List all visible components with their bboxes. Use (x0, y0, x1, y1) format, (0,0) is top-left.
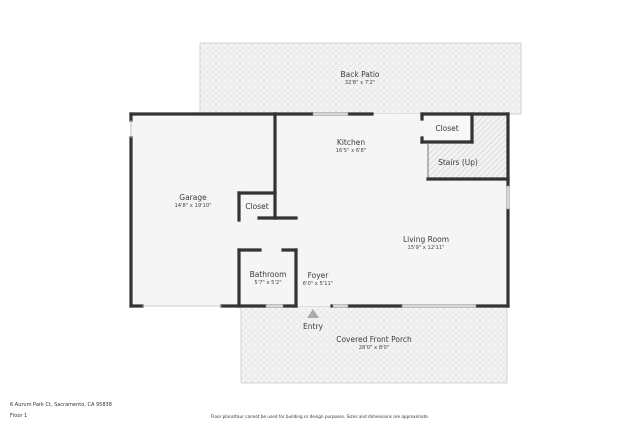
label-bathroom: Bathroom 5'7" x 5'2" (249, 270, 287, 286)
disclaimer: Floor plans/tour cannot be used for buil… (210, 414, 430, 419)
address: 6 Aurum Park Ct, Sacramento, CA 95838 (10, 402, 112, 408)
closet-upper-floor (424, 114, 473, 142)
label-closet-upper: Closet (435, 124, 459, 133)
label-foyer: Foyer 6'0" x 5'11" (302, 271, 334, 287)
window-kitchen (312, 112, 349, 116)
label-entry: Entry (303, 322, 323, 331)
label-back-patio: Back Patio 32'8" x 7'2" (340, 70, 380, 86)
window-right (506, 185, 510, 210)
floor-label: Floor 1 (10, 413, 28, 419)
window-living (401, 304, 477, 308)
label-covered-front-porch: Covered Front Porch 28'0" x 8'0" (336, 335, 412, 351)
label-closet-lower: Closet (245, 202, 269, 211)
entry-arrow-icon (307, 309, 319, 318)
label-stairs: Stairs (Up) (438, 158, 478, 167)
label-garage: Garage 14'8" x 19'10" (174, 193, 212, 209)
window-foyer (332, 304, 349, 308)
label-kitchen: Kitchen 16'5" x 6'8" (335, 138, 367, 154)
garage-floor (130, 114, 275, 306)
front-porch-area (240, 305, 508, 384)
label-living-room: Living Room 15'9" x 12'11" (402, 235, 450, 251)
window-bath (265, 304, 284, 308)
back-patio-area (199, 42, 522, 115)
